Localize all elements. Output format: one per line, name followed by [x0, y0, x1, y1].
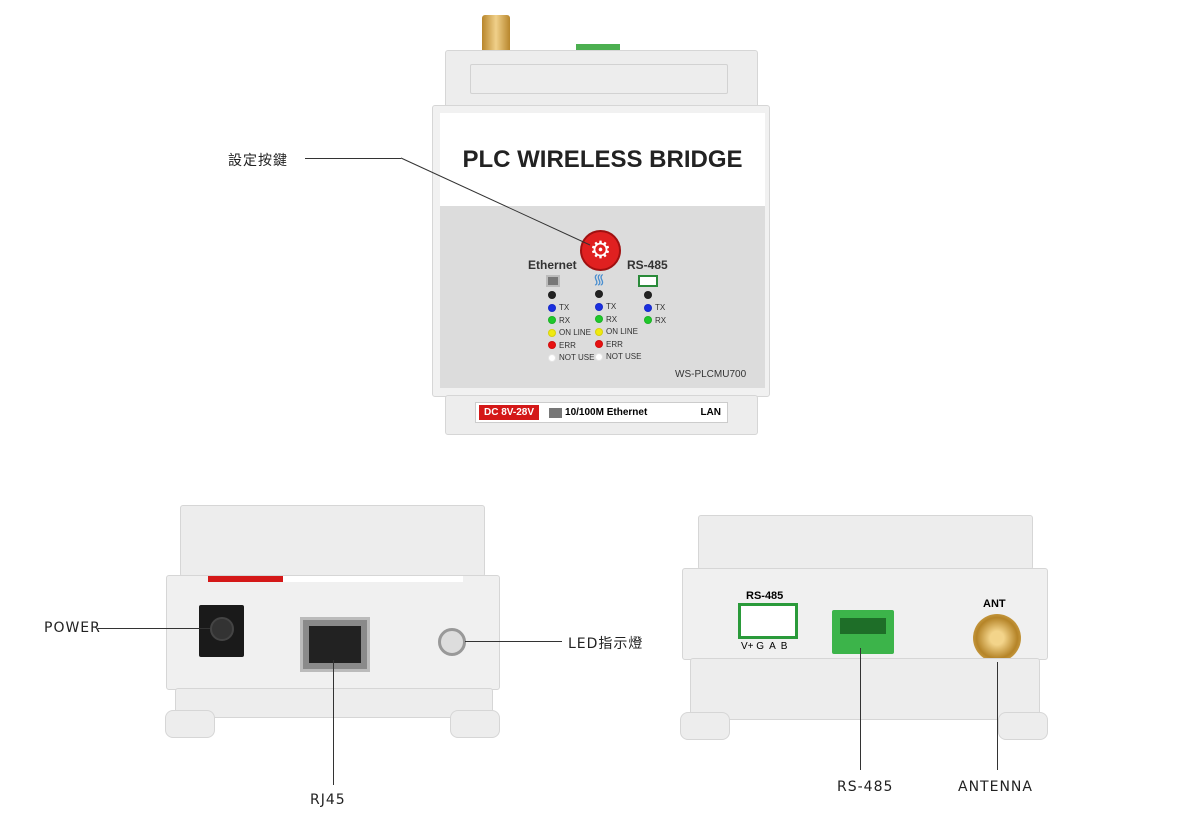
top-terminal	[576, 44, 620, 52]
led-label: ERR	[559, 340, 576, 350]
led-row: ERR	[548, 339, 598, 352]
led-dot	[548, 303, 556, 312]
callout-line	[305, 158, 401, 159]
mount-tab-right	[450, 710, 500, 738]
port-label: DC 8V-28V 10/100M Ethernet LAN	[475, 402, 728, 423]
led-dot	[595, 327, 603, 336]
led-label: RX	[655, 315, 667, 325]
led-dot	[548, 291, 556, 300]
led-dot	[595, 352, 603, 361]
callout-line	[400, 157, 591, 246]
led-label: ON LINE	[606, 327, 639, 337]
led-row: NOT USE	[595, 351, 655, 364]
led-row: RX	[548, 314, 598, 327]
callout-line	[98, 628, 210, 629]
ethernet-port-icon	[546, 275, 560, 287]
mount-tab-right	[998, 712, 1048, 740]
label-strip	[208, 576, 463, 582]
led-label: TX	[559, 303, 570, 313]
led-column-ethernet: Ethernet TX RX ON LINE ERR NOT USE	[528, 258, 598, 364]
led-dot	[595, 302, 603, 311]
top-housing	[445, 50, 758, 112]
callout-rj45: RJ45	[310, 792, 346, 808]
led-column-rs485: RS-485 TX RX	[627, 258, 687, 327]
led-dot	[548, 316, 556, 325]
led-label: TX	[606, 302, 617, 312]
led-row: TX	[548, 302, 598, 315]
led-row	[644, 289, 687, 302]
ethernet-title: Ethernet	[528, 258, 577, 272]
led-dot	[595, 290, 603, 299]
mount-base	[175, 688, 493, 718]
callout-led: LED指示燈	[568, 636, 644, 652]
led-row	[595, 288, 655, 301]
led-row: NOT USE	[548, 352, 598, 365]
led-row: ERR	[595, 338, 655, 351]
callout-line	[333, 660, 334, 785]
callout-line	[860, 648, 861, 770]
product-title: PLC WIRELESS BRIDGE	[462, 145, 743, 173]
led-dot	[644, 303, 652, 312]
rs485-label: RS-485	[746, 590, 784, 602]
led-dot	[595, 340, 603, 349]
led-label: ON LINE	[559, 328, 592, 338]
led-indicator	[438, 628, 466, 656]
callout-line	[465, 641, 562, 642]
led-dot	[644, 316, 652, 325]
led-label: RX	[559, 315, 571, 325]
antenna-connector	[482, 15, 510, 53]
led-dot	[548, 353, 556, 362]
callout-antenna: ANTENNA	[958, 779, 1033, 795]
led-label: ERR	[606, 339, 623, 349]
led-label: RX	[606, 314, 618, 324]
terminal-block-icon	[738, 603, 798, 639]
led-row: RX	[595, 313, 655, 326]
lan-label: LAN	[700, 407, 721, 418]
model-number: WS-PLCMU700	[675, 369, 747, 380]
led-row: TX	[595, 301, 655, 314]
led-dot	[595, 315, 603, 324]
ant-label: ANT	[983, 598, 1006, 610]
antenna-connector[interactable]	[973, 614, 1021, 662]
mount-tab-left	[165, 710, 215, 738]
led-row: ON LINE	[595, 326, 655, 339]
callout-rs485: RS-485	[837, 779, 894, 795]
led-row	[548, 289, 598, 302]
led-label: NOT USE	[559, 353, 595, 363]
housing-top	[698, 515, 1033, 570]
callout-setting-button: 設定按鍵	[228, 153, 288, 169]
led-row: ON LINE	[548, 327, 598, 340]
callout-line	[997, 662, 998, 770]
power-rating: DC 8V-28V	[479, 405, 540, 420]
pin-labels: V+ G A B	[741, 641, 788, 652]
mount-base	[690, 658, 1040, 720]
led-label: NOT USE	[606, 352, 642, 362]
power-jack	[199, 605, 244, 657]
led-label: TX	[655, 303, 666, 313]
title-label: PLC WIRELESS BRIDGE	[440, 113, 765, 206]
housing-top	[180, 505, 485, 577]
terminal-block-icon	[638, 275, 658, 287]
top-vent	[470, 64, 728, 94]
gear-icon: ⚙	[589, 237, 612, 264]
led-row: RX	[644, 314, 687, 327]
rj45-port	[300, 617, 370, 672]
ethernet-port-icon	[549, 407, 563, 418]
led-dot	[548, 328, 556, 337]
led-row: TX	[644, 302, 687, 315]
rs485-terminal[interactable]	[832, 610, 894, 654]
led-column-wireless: ᯾ TX RX ON LINE ERR NOT USE	[593, 271, 655, 364]
ethernet-speed: 10/100M Ethernet	[565, 407, 648, 418]
led-dot	[644, 291, 652, 300]
led-dot	[548, 341, 556, 350]
setting-button[interactable]: ⚙	[582, 232, 619, 269]
rs485-title: RS-485	[627, 258, 668, 272]
mount-tab-left	[680, 712, 730, 740]
wifi-icon: ᯾	[593, 271, 605, 287]
callout-power: POWER	[44, 620, 101, 636]
